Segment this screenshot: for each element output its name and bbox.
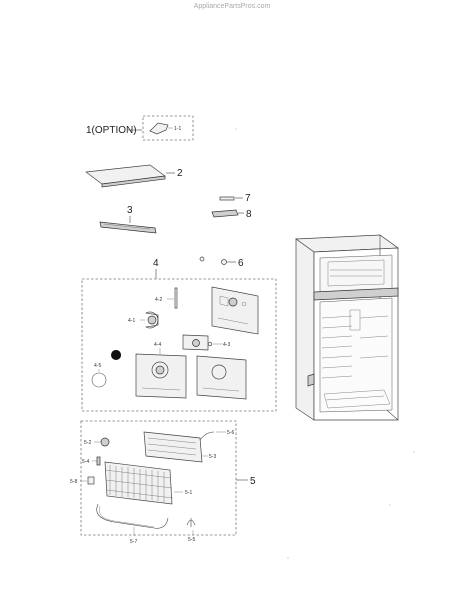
part-5-group: 5 5-2 5-3 5-6 5-4 5-8 <box>70 420 256 545</box>
callout-4-4: 4-4 <box>154 342 161 348</box>
callout-5: 5 <box>250 476 256 487</box>
callout-5-3: 5-3 <box>209 454 216 460</box>
upper-panel <box>211 286 259 335</box>
callout-7: 7 <box>245 193 251 204</box>
part-5-dashed-box <box>80 420 237 536</box>
freezer-compartment <box>319 254 393 293</box>
callout-5-8: 5-8 <box>70 479 77 485</box>
crisper-drawer <box>323 389 391 409</box>
cabinet-left-side <box>295 238 315 421</box>
part-5-3-cover <box>143 431 203 463</box>
callout-1-1: 1-1 <box>174 126 181 132</box>
evaporator-coil <box>104 461 173 505</box>
option-dashed-box <box>142 115 194 141</box>
part-4-group: 4 4-2 4-1 4-3 4-4 <box>81 258 277 412</box>
callout-8: 8 <box>246 209 252 220</box>
callout-3: 3 <box>127 205 133 216</box>
part-7-group: 7 <box>219 193 251 204</box>
scan-specks <box>235 128 415 559</box>
part-4-5-dark-disc <box>111 350 122 360</box>
part-5-2-sensor <box>100 437 110 447</box>
watermark: AppliancePartsPros.com <box>193 3 271 10</box>
callout-4-5: 4-5 <box>94 363 101 369</box>
part-3-group: 3 <box>99 205 157 234</box>
callout-1-option: 1(OPTION) <box>86 125 137 136</box>
part-5-8-clip <box>87 476 95 485</box>
part-4-5-outline <box>91 372 107 388</box>
part-2-group: 2 <box>85 164 183 188</box>
callout-5-2: 5-2 <box>84 440 91 446</box>
part-5-5-bracket <box>186 518 196 527</box>
part-4-dashed-box <box>81 278 277 412</box>
part-6-group: 6 <box>199 256 244 269</box>
callout-5-5: 5-5 <box>188 537 195 543</box>
callout-4-2: 4-2 <box>155 297 162 303</box>
callout-5-1: 5-1 <box>185 490 192 496</box>
callout-4-1: 4-1 <box>128 318 135 324</box>
callout-4: 4 <box>153 258 159 269</box>
part-4-2-probe <box>174 287 178 309</box>
callout-5-6: 5-6 <box>227 430 234 436</box>
part-1-1-shape <box>149 122 169 135</box>
part-4-1-motor <box>144 311 159 329</box>
callout-2: 2 <box>177 168 183 179</box>
part-8-shape <box>211 209 239 218</box>
callout-4-3: 4-3 <box>223 342 230 348</box>
control-box <box>349 309 361 331</box>
callout-5-4: 5-4 <box>82 459 89 465</box>
part-3-rail <box>99 221 157 234</box>
part-7-shape <box>219 196 235 201</box>
callout-6: 6 <box>238 258 244 269</box>
part-5-6-wire <box>199 431 215 441</box>
part-6-dot-left <box>199 256 205 262</box>
part-6-screw <box>221 259 227 265</box>
callout-5-7: 5-7 <box>130 539 137 545</box>
fridge-compartment <box>319 297 393 413</box>
part-1-option-group: 1(OPTION) 1-1 <box>86 115 194 141</box>
part-5-4-fuse <box>96 456 101 466</box>
cabinet-divider <box>313 287 399 301</box>
part-8-group: 8 <box>211 209 252 220</box>
refrigerator-cabinet <box>294 234 400 421</box>
part-5-7-heater <box>96 503 169 529</box>
